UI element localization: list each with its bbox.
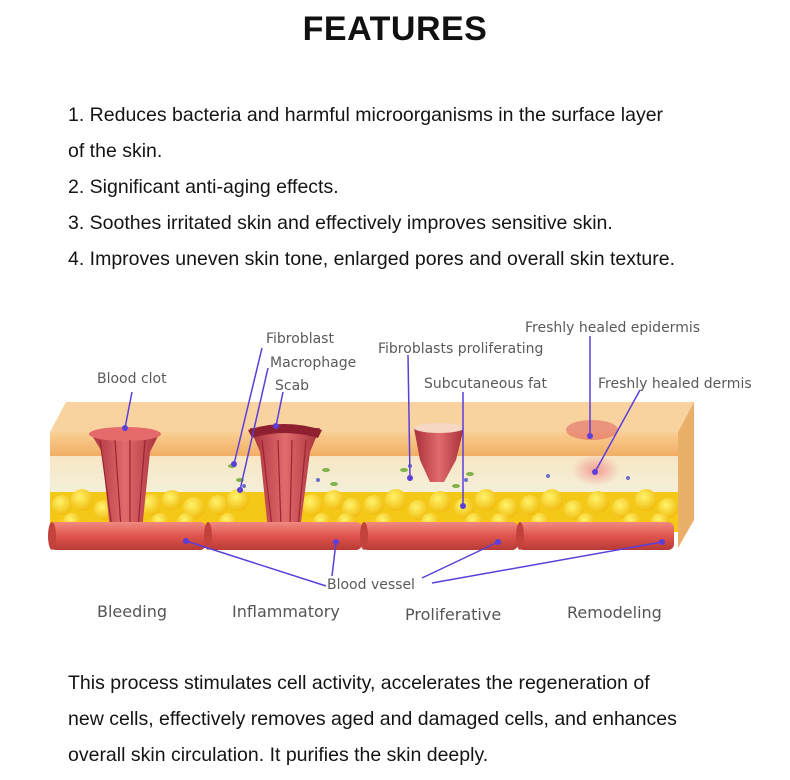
blood-vessels <box>48 522 674 550</box>
stage-remodeling: Remodeling <box>567 603 662 622</box>
feature-line-1: 1. Reduces bacteria and harmful microorg… <box>68 104 664 126</box>
feature-line-4: 4. Improves uneven skin tone, enlarged p… <box>68 248 676 270</box>
feature-line-3: 3. Soothes irritated skin and effectivel… <box>68 212 613 234</box>
label-fibroblast: Fibroblast <box>266 331 334 347</box>
stage-inflammatory: Inflammatory <box>232 602 340 621</box>
label-blood-vessel: Blood vessel <box>327 577 415 593</box>
label-freshly-healed-epidermis: Freshly healed epidermis <box>525 320 700 336</box>
label-fibroblasts-proliferating: Fibroblasts proliferating <box>378 341 543 357</box>
process-description: This process stimulates cell activity, a… <box>68 665 768 773</box>
pointer-dots <box>122 423 665 545</box>
stage-bleeding: Bleeding <box>97 602 167 621</box>
process-line-3: overall skin circulation. It purifies th… <box>68 744 489 766</box>
label-blood-clot: Blood clot <box>97 371 167 387</box>
wound-healing-diagram: Blood clot Fibroblast Macrophage Scab Fi… <box>48 320 752 624</box>
page-title: FEATURES <box>302 10 488 48</box>
pointer-lines <box>124 336 663 587</box>
skin-block-remodeling <box>518 402 694 548</box>
process-line-1: This process stimulates cell activity, a… <box>68 672 650 694</box>
features-list: 1. Reduces bacteria and harmful microorg… <box>68 97 748 277</box>
feature-line-1-cont: of the skin. <box>68 140 163 162</box>
stage-proliferative: Proliferative <box>405 605 501 624</box>
label-subcutaneous-fat: Subcutaneous fat <box>424 376 547 392</box>
label-macrophage: Macrophage <box>270 355 356 371</box>
label-freshly-healed-dermis: Freshly healed dermis <box>598 376 752 392</box>
feature-line-2: 2. Significant anti-aging effects. <box>68 176 339 198</box>
label-scab: Scab <box>275 378 309 394</box>
process-line-2: new cells, effectively removes aged and … <box>68 708 677 730</box>
